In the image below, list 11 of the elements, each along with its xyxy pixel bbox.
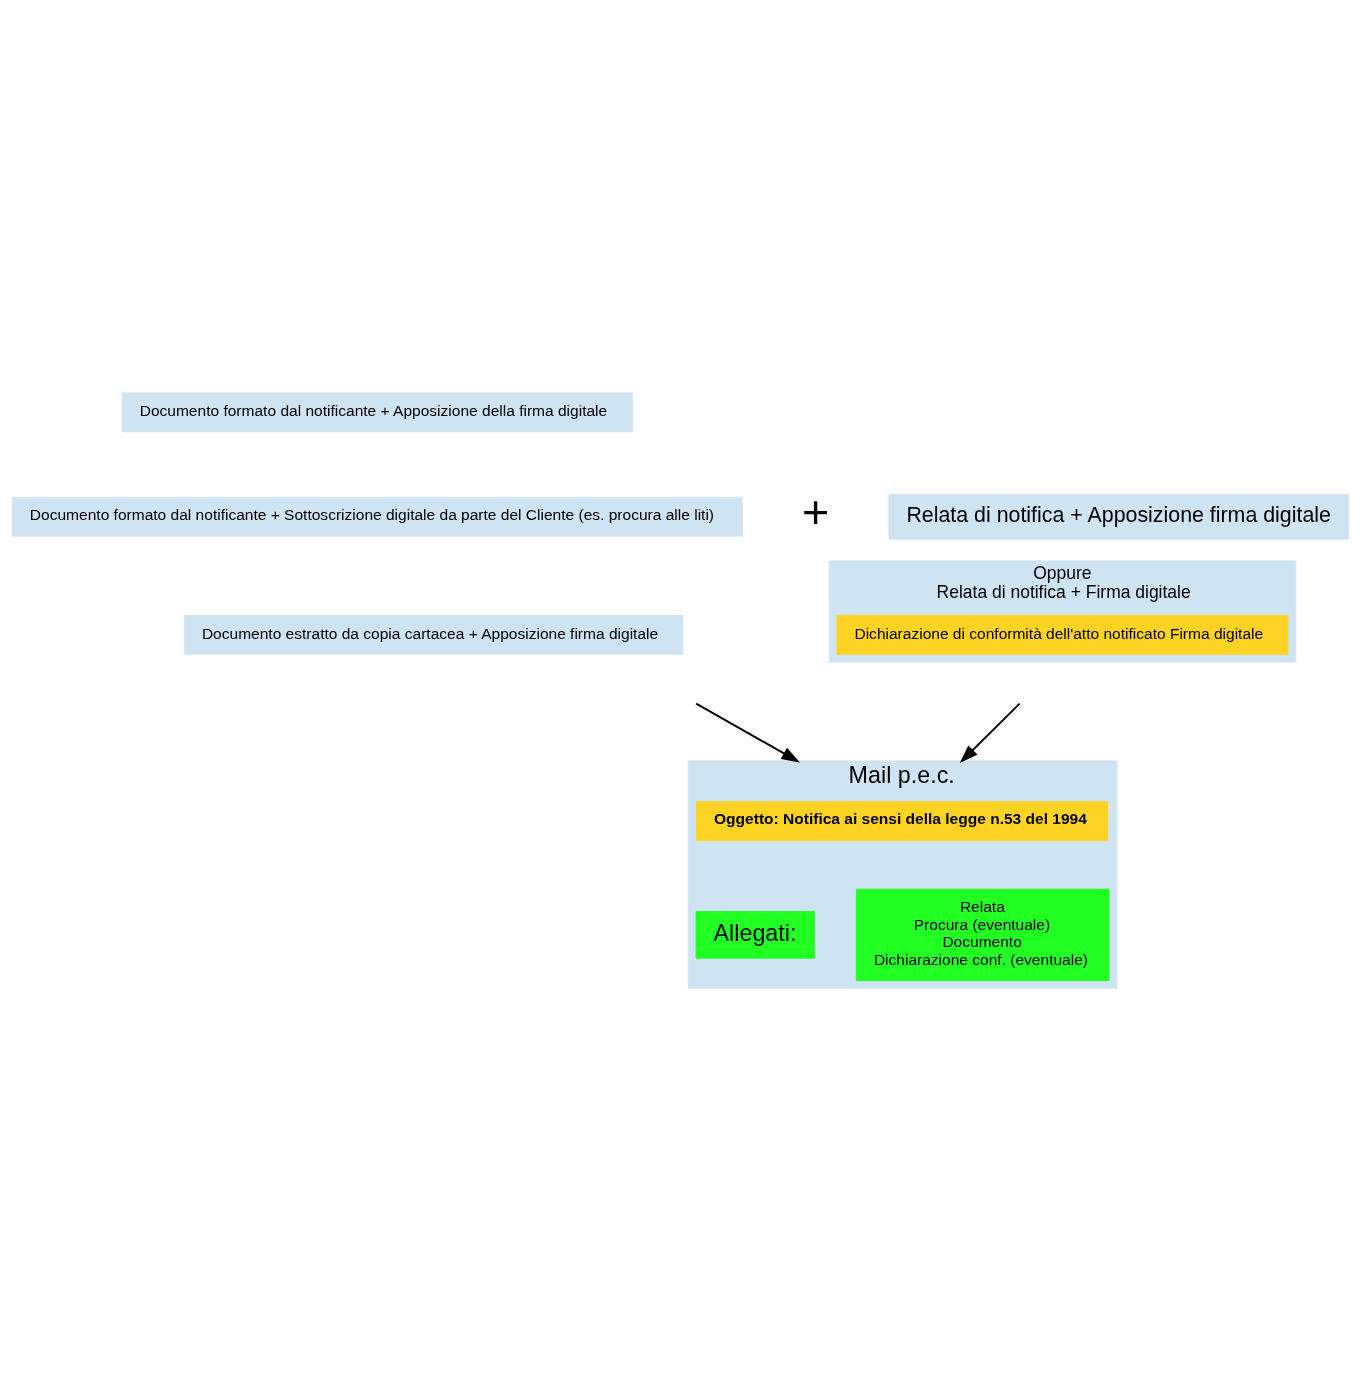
arrow [959, 702, 1021, 763]
node-box: Oggetto: Notifica ai sensi della legge n.53 del 1994 [696, 801, 1109, 842]
node-box: Documento formato dal notificante + Sottoscrizione digitale da parte del Cliente (es. procura alle liti) [11, 496, 743, 537]
node-box: Dichiarazione di conformità dell'atto notificato Firma digitale [836, 614, 1289, 655]
label: + [801, 486, 830, 539]
arrow [695, 702, 800, 763]
node-box: Relata di notifica + Apposizione firma digitale [888, 493, 1350, 540]
node-box: Documento estratto da copia cartacea + Apposizione firma digitale [183, 614, 684, 655]
node-box: Allegati: [695, 911, 816, 959]
node-box: Documento formato dal notificante + Apposizione della firma digitale [121, 392, 633, 433]
node-box: Relata Procura (eventuale) Documento Dichiarazione conf. (eventuale) [855, 888, 1110, 982]
